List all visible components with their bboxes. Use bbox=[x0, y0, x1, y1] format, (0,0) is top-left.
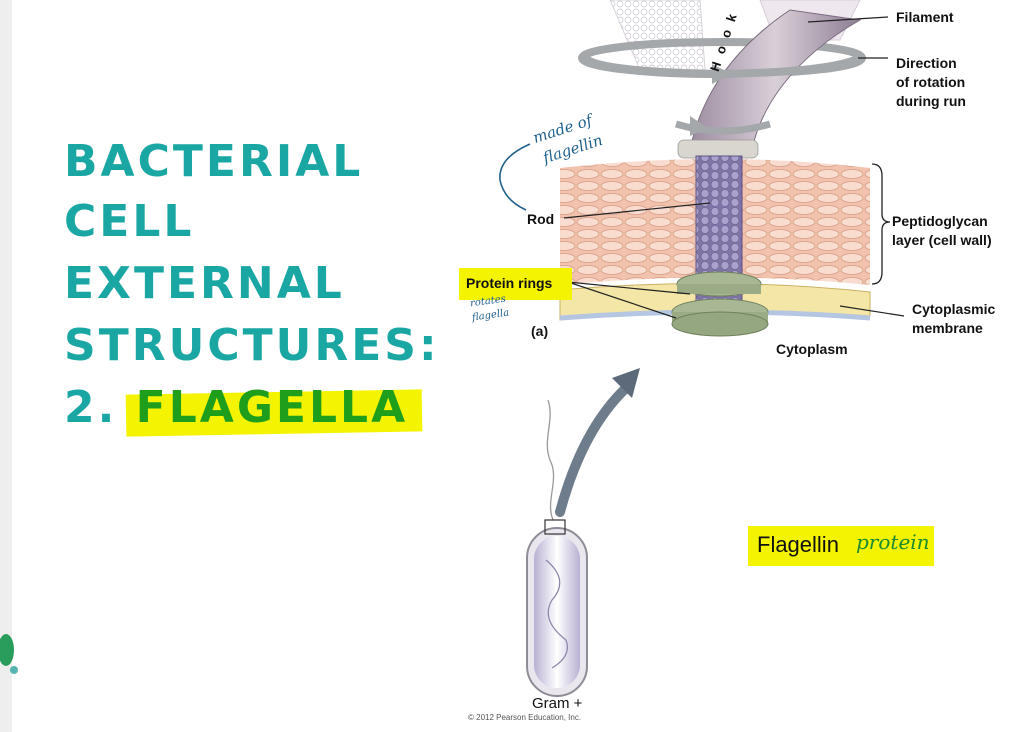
title-number: 2. bbox=[64, 382, 118, 433]
filament-leader bbox=[807, 16, 889, 23]
gram-label: Gram + bbox=[532, 695, 583, 712]
protein-rings-label: Protein rings bbox=[466, 275, 553, 291]
title-line-4: STRUCTURES: bbox=[64, 320, 440, 371]
direction-label-1: Direction bbox=[896, 55, 957, 71]
note-protein: protein bbox=[856, 530, 930, 554]
rings-leader-2 bbox=[567, 281, 677, 319]
peptidoglycan-label-2: layer (cell wall) bbox=[892, 232, 992, 248]
copyright-label: © 2012 Pearson Education, Inc. bbox=[468, 713, 582, 722]
title-line-1: BACTERIAL bbox=[64, 136, 364, 187]
zoom-arrow bbox=[555, 383, 631, 517]
title-line-2: CELL bbox=[64, 196, 195, 247]
hook-shape bbox=[689, 9, 862, 151]
handwritten-brace bbox=[499, 143, 531, 211]
direction-label-3: during run bbox=[896, 93, 966, 109]
peptidoglycan-label-1: Peptidoglycan bbox=[892, 213, 988, 229]
direction-label-2: of rotation bbox=[896, 74, 966, 90]
title-flagella: FLAGELLA bbox=[135, 382, 409, 433]
panel-label: (a) bbox=[531, 323, 549, 339]
peptidoglycan-bracket bbox=[871, 163, 891, 285]
rotation-arrowhead-top bbox=[712, 64, 732, 84]
protein-rings-highlight bbox=[459, 268, 572, 300]
rotation-arrowhead-bottom bbox=[690, 116, 708, 136]
rod-leader bbox=[563, 202, 711, 219]
zoom-arrowhead bbox=[612, 368, 640, 398]
bacterial-cell-interior bbox=[534, 536, 580, 688]
membrane-label-1: Cytoplasmic bbox=[912, 301, 996, 317]
filament-shape bbox=[609, 0, 706, 71]
membrane-label-2: membrane bbox=[912, 320, 983, 336]
protein-ring-upper-side bbox=[677, 284, 761, 294]
cell-nucleoid bbox=[545, 559, 568, 669]
rings-leader-1 bbox=[567, 281, 691, 295]
page-edge-shadow bbox=[0, 0, 12, 732]
rod-label: Rod bbox=[527, 211, 555, 227]
leaf-icon bbox=[0, 634, 14, 666]
rotation-arrow-bottom bbox=[674, 120, 771, 135]
cytoplasm-label: Cytoplasm bbox=[776, 341, 848, 357]
flagellin-highlight bbox=[748, 526, 934, 566]
membrane-leader bbox=[839, 305, 905, 317]
title-line-5: 2. FLAGELLA bbox=[64, 382, 408, 433]
title-line-3: EXTERNAL bbox=[64, 258, 345, 309]
filament-label: Filament bbox=[896, 9, 954, 25]
zoom-box bbox=[544, 519, 566, 535]
protein-ring-lower-bottom bbox=[671, 311, 769, 337]
dot-icon bbox=[10, 666, 18, 674]
flagellin-label: Flagellin bbox=[757, 532, 839, 557]
rod-cap bbox=[677, 139, 759, 159]
cell-flagellum bbox=[546, 399, 555, 521]
